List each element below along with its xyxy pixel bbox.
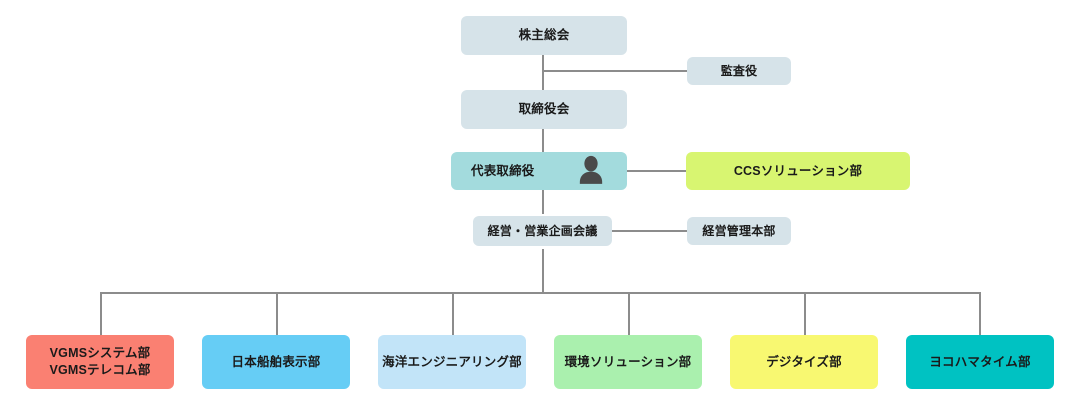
node-label: 経営・営業企画会議 (487, 223, 598, 238)
node-shareholders-meeting[interactable]: 株主総会 (461, 16, 627, 55)
node-label: VGMSシステム部 VGMSテレコム部 (49, 346, 151, 377)
node-label: 代表取締役 (471, 163, 535, 178)
connector-department-bus (100, 292, 980, 294)
node-label: 監査役 (720, 63, 758, 78)
dept-nihon-senpaku[interactable]: 日本船舶表示部 (202, 335, 350, 389)
connector-drop-dept-5 (804, 292, 806, 335)
node-ccs-solution-division[interactable]: CCSソリューション部 (686, 152, 910, 190)
node-management-sales-planning-meeting[interactable]: 経営・営業企画会議 (473, 216, 612, 246)
connector-drop-dept-2 (276, 292, 278, 335)
node-label: 海洋エンジニアリング部 (382, 354, 522, 369)
dept-kaiyo-engineering[interactable]: 海洋エンジニアリング部 (378, 335, 526, 389)
node-label: ヨコハマタイム部 (929, 354, 1031, 369)
connector-repdirector-to-ccs (626, 170, 686, 172)
node-representative-director[interactable]: 代表取締役 (451, 152, 627, 190)
connector-board-to-repdirector (542, 129, 544, 153)
node-label: CCSソリューション部 (733, 163, 863, 178)
node-label: デジタイズ部 (766, 354, 842, 369)
node-label: 経営管理本部 (702, 223, 776, 238)
node-label: 株主総会 (518, 28, 570, 43)
dept-yokohama-maritime[interactable]: ヨコハマタイム部 (906, 335, 1054, 389)
connector-drop-dept-3 (452, 292, 454, 335)
connector-planning-to-admin-hq (612, 230, 687, 232)
connector-repdirector-to-planning (542, 189, 544, 214)
connector-drop-dept-1 (100, 292, 102, 335)
connector-shareholders-to-board (542, 54, 544, 90)
node-auditor[interactable]: 監査役 (687, 57, 791, 85)
node-label: 日本船舶表示部 (231, 354, 321, 369)
node-label: 取締役会 (518, 102, 570, 117)
dept-kankyo-solution[interactable]: 環境ソリューション部 (554, 335, 702, 389)
connector-planning-to-bus (542, 249, 544, 294)
node-label: 環境ソリューション部 (564, 354, 692, 369)
node-board-of-directors[interactable]: 取締役会 (461, 90, 627, 129)
dept-digitize[interactable]: デジタイズ部 (730, 335, 878, 389)
connector-drop-dept-6 (979, 292, 981, 335)
connector-drop-dept-4 (628, 292, 630, 335)
dept-vgms[interactable]: VGMSシステム部 VGMSテレコム部 (26, 335, 174, 389)
node-management-administration-hq[interactable]: 経営管理本部 (687, 217, 791, 245)
connector-trunk-to-auditor (542, 70, 687, 72)
